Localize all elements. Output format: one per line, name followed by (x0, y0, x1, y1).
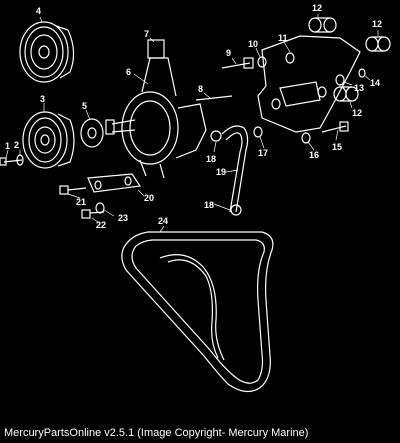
washer-14 (358, 68, 366, 78)
callout-1: 1 (5, 141, 11, 151)
bolt-9 (221, 57, 254, 69)
bolt-21 (59, 185, 87, 195)
nut-13 (335, 74, 345, 86)
pulley-4 (19, 21, 75, 83)
washer-10 (257, 56, 267, 68)
callout-2: 2 (14, 140, 20, 150)
leader-lines (5, 14, 379, 233)
callout-15: 15 (332, 142, 343, 152)
callout-19: 19 (216, 167, 227, 177)
callout-12b: 12 (372, 19, 383, 29)
callout-4: 4 (36, 6, 42, 16)
callout-18b: 18 (204, 200, 215, 210)
callout-9: 9 (226, 48, 232, 58)
bolt-1 (0, 157, 23, 166)
copyright-footer: MercuryPartsOnline v2.5.1 (Image Copyrig… (0, 424, 400, 443)
bolt-22 (81, 209, 105, 219)
fitting-17 (253, 126, 263, 138)
power-steering-pump-6 (105, 39, 207, 179)
callout-7: 7 (144, 29, 150, 39)
washer-16 (301, 132, 311, 144)
callout-23: 23 (118, 213, 129, 223)
callout-3: 3 (40, 94, 46, 104)
callout-14: 14 (370, 78, 381, 88)
parts-diagram (0, 14, 391, 393)
clamp-18a (210, 130, 222, 142)
callout-21: 21 (76, 197, 87, 207)
callout-20: 20 (144, 193, 155, 203)
serpentine-belt-24 (121, 231, 274, 393)
callout-22: 22 (96, 220, 107, 230)
callout-16: 16 (309, 150, 320, 160)
callout-24: 24 (158, 216, 169, 226)
callout-6: 6 (126, 67, 132, 77)
pulley-3 (22, 111, 75, 169)
spacer-12a (308, 17, 337, 33)
bracket-11 (257, 35, 361, 133)
washer-23 (95, 202, 105, 214)
brace-20 (87, 173, 142, 193)
spacer-12c (333, 86, 359, 102)
spacer-12b (365, 36, 391, 52)
callout-10: 10 (248, 39, 259, 49)
callout-12a: 12 (312, 3, 323, 13)
bolt-15 (321, 121, 349, 133)
callout-13: 13 (354, 83, 365, 93)
hose-19 (221, 125, 249, 213)
callout-8: 8 (198, 84, 204, 94)
callout-11: 11 (278, 33, 288, 43)
callout-5: 5 (82, 101, 88, 111)
callout-12c: 12 (352, 108, 363, 118)
hub-5 (80, 118, 104, 148)
callout-18a: 18 (206, 154, 217, 164)
clamp-18b (230, 204, 242, 216)
stud-8 (195, 95, 233, 101)
callout-17: 17 (258, 148, 269, 158)
